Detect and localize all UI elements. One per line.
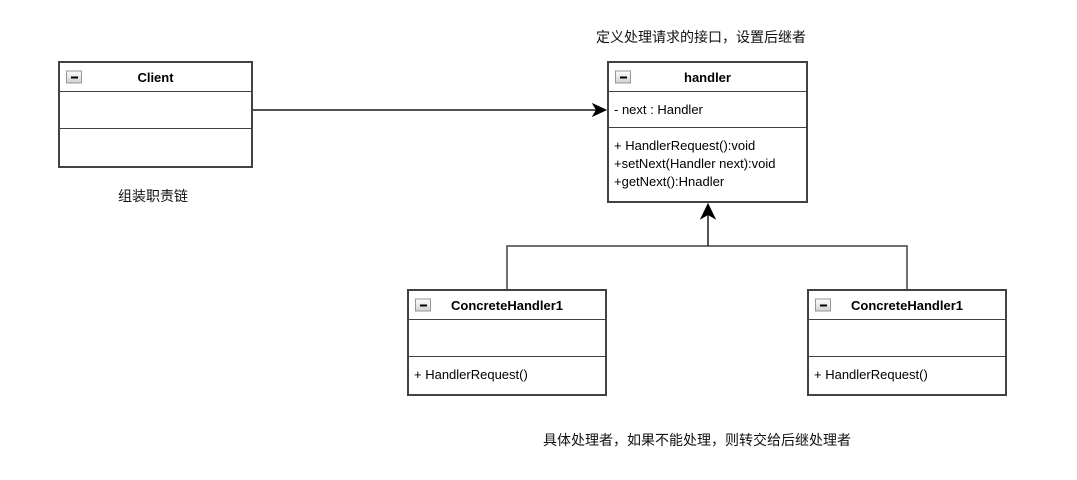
class-concrete-left-attributes: [409, 320, 605, 357]
class-concrete-left-title-bar: ConcreteHandler1: [409, 291, 605, 320]
class-concrete-left-methods: + HandlerRequest(): [409, 357, 605, 394]
class-concrete-handler-right[interactable]: ConcreteHandler1 + HandlerRequest(): [807, 289, 1007, 396]
handler-note: 定义处理请求的接口，设置后继者: [596, 29, 806, 45]
arrowhead-icon: [699, 202, 717, 220]
class-title: ConcreteHandler1: [851, 297, 963, 313]
association-arrow-client-to-handler: [253, 102, 608, 118]
class-client-attributes: [60, 92, 251, 129]
method: +getNext():Hnadler: [614, 174, 725, 189]
class-handler-methods: + HandlerRequest():void +setNext(Handler…: [609, 128, 806, 200]
method: + HandlerRequest():void: [614, 138, 756, 153]
class-concrete-right-title-bar: ConcreteHandler1: [809, 291, 1005, 320]
attribute: - next : Handler: [614, 102, 703, 117]
concrete-handlers-note: 具体处理者，如果不能处理，则转交给后继处理者: [543, 432, 851, 448]
collapse-icon[interactable]: [415, 298, 431, 312]
class-client-title-bar: Client: [60, 63, 251, 92]
collapse-icon[interactable]: [66, 70, 82, 84]
minus-glyph: [819, 304, 827, 306]
method: +setNext(Handler next):void: [614, 156, 776, 171]
collapse-icon[interactable]: [615, 70, 631, 84]
class-title: handler: [684, 69, 731, 85]
minus-glyph: [419, 304, 427, 306]
minus-glyph: [70, 76, 78, 78]
class-handler-attributes: - next : Handler: [609, 92, 806, 128]
generalization-connector: [506, 202, 908, 289]
class-handler-title-bar: handler: [609, 63, 806, 92]
class-title: ConcreteHandler1: [451, 297, 563, 313]
arrowhead-icon: [591, 102, 608, 118]
class-concrete-handler-left[interactable]: ConcreteHandler1 + HandlerRequest(): [407, 289, 607, 396]
client-note: 组装职责链: [118, 188, 188, 204]
class-concrete-right-attributes: [809, 320, 1005, 357]
class-client-methods: [60, 129, 251, 166]
minus-glyph: [619, 76, 627, 78]
method: + HandlerRequest(): [814, 366, 928, 382]
class-handler[interactable]: handler - next : Handler + HandlerReques…: [607, 61, 808, 203]
method: + HandlerRequest(): [414, 366, 528, 382]
class-client[interactable]: Client: [58, 61, 253, 168]
class-concrete-right-methods: + HandlerRequest(): [809, 357, 1005, 394]
collapse-icon[interactable]: [815, 298, 831, 312]
class-title: Client: [137, 69, 174, 85]
